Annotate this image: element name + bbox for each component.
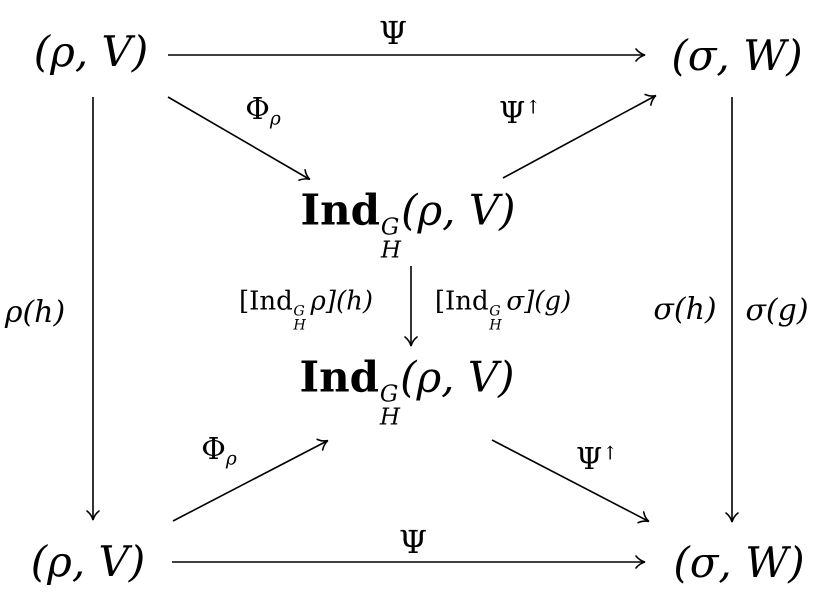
ind-bracket-open: [Ind [239, 286, 293, 317]
ind-superscript-g: G [489, 303, 501, 320]
label-phi-rho-lower: Φρ [201, 435, 237, 469]
node-rho-v-bottom-left: (ρ, V) [30, 537, 146, 586]
ind-superscript-g: G [379, 381, 399, 408]
ind-superscript-g: G [293, 303, 305, 320]
phi-symbol: Φ [201, 432, 226, 468]
label-psi-top: Ψ [378, 14, 408, 52]
label-psi-bottom: Ψ [398, 523, 428, 561]
up-arrow-superscript: ↑ [525, 97, 541, 119]
psi-symbol: Ψ [576, 442, 603, 477]
phi-subscript-rho: ρ [269, 108, 281, 130]
ind-superscript-g: G [380, 214, 400, 241]
ind-subscript-h: H [489, 318, 502, 334]
up-arrow-superscript: ↑ [602, 443, 618, 465]
ind-subscript-h: H [293, 318, 306, 334]
label-sigma-h: σ(h) [653, 292, 717, 327]
ind-subscript-h: H [379, 404, 401, 431]
ind-label-rest: ρ](h) [310, 286, 373, 317]
ind-subscript-h: H [380, 237, 402, 264]
label-phi-rho-upper: Φρ [245, 95, 281, 129]
node-sigma-w-top-right: (σ, W) [671, 31, 803, 80]
edge-phi-rho-upper [167, 96, 311, 181]
phi-subscript-rho: ρ [225, 448, 237, 470]
label-sigma-g: σ(g) [745, 293, 809, 328]
psi-symbol: Ψ [499, 96, 526, 131]
ind-operator: Ind [300, 185, 380, 235]
label-psi-up-upper: Ψ↑ [499, 99, 541, 129]
edge-phi-rho-lower [172, 438, 329, 522]
node-sigma-w-bottom-right: (σ, W) [673, 538, 805, 587]
ind-argument: (ρ, V) [401, 185, 516, 235]
ind-operator: Ind [299, 352, 379, 402]
ind-label-rest: σ](g) [506, 286, 572, 317]
ind-argument: (ρ, V) [400, 352, 515, 402]
node-rho-v-top-left: (ρ, V) [33, 27, 149, 76]
label-rho-h: ρ(h) [4, 295, 66, 330]
edge-psi-up-upper [502, 93, 657, 179]
edge-psi-up-lower [491, 439, 650, 524]
ind-bracket-open: [Ind [434, 286, 489, 317]
label-psi-up-lower: Ψ↑ [576, 445, 618, 475]
phi-symbol: Φ [245, 92, 270, 128]
